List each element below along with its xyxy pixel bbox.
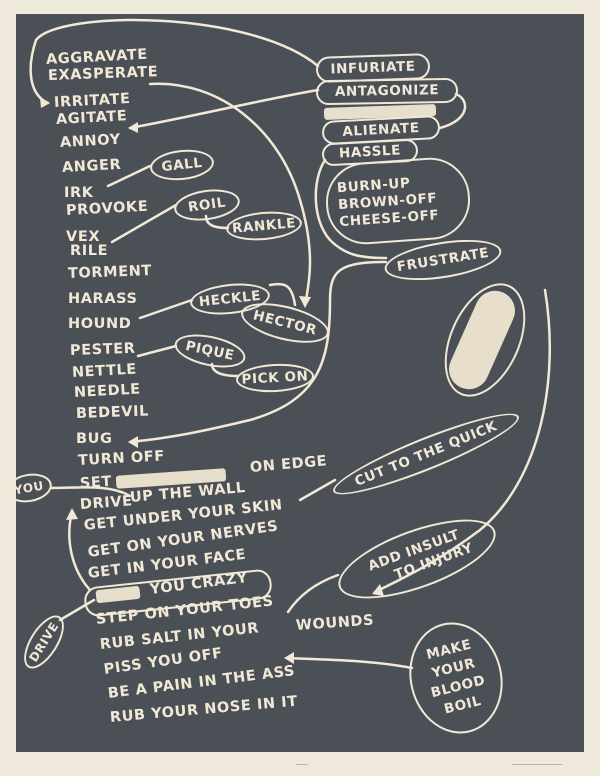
arrow-pique-pester	[136, 344, 178, 358]
arrow-gall-irk	[106, 164, 152, 188]
word-pester: PESTER	[69, 340, 136, 359]
arrow-hector-heckle	[268, 282, 297, 307]
arrow-addinsult-wounds	[286, 573, 340, 614]
arrowhead	[284, 652, 294, 664]
word-set: SET	[79, 473, 113, 492]
word-anger: ANGER	[61, 156, 122, 176]
word-vex: VEX	[66, 229, 101, 245]
arrowhead	[66, 508, 78, 520]
line-drive-crazy	[58, 598, 96, 622]
arrow-frustrate-bug	[128, 260, 388, 444]
line-hassle-frustrate	[314, 158, 388, 260]
arrowhead	[128, 436, 138, 448]
pencil-signature	[512, 764, 562, 765]
word-bedevil: BEDEVIL	[75, 403, 150, 422]
arrow-infuriate-irritate	[29, 18, 320, 105]
arrowhead	[299, 296, 311, 308]
arrow-you-drive	[50, 486, 132, 498]
arrow-antagonize-loop	[438, 92, 467, 130]
word-torment: TORMENT	[67, 263, 153, 282]
pencil-edition-mark	[296, 764, 308, 765]
arrow-roil-vex	[110, 203, 178, 244]
word-hound: HOUND	[68, 316, 132, 332]
arrow-blob-wounds	[373, 288, 551, 594]
arrow-heckle-hound	[138, 298, 194, 320]
arrow-exasperate-hector	[148, 82, 312, 307]
arrowhead	[128, 122, 138, 133]
word-nettle: NETTLE	[71, 361, 138, 381]
print-panel	[16, 14, 584, 752]
arrow-drive-getunder	[68, 510, 92, 592]
arrowhead	[372, 584, 384, 596]
word-rile: RILE	[70, 243, 109, 259]
arrowhead	[40, 98, 50, 108]
oval-antagonize: ANTAGONIZE	[315, 77, 459, 106]
word-irk: IRK	[64, 185, 94, 201]
arrow-boil-rubsalt	[286, 656, 414, 670]
word-bug: BUG	[76, 431, 113, 447]
oval-burn-brown-cheese: BURN-UP BROWN-OFF CHEESE-OFF	[323, 155, 473, 247]
arrow-antagonize-agitate	[128, 88, 320, 130]
word-harass: HARASS	[68, 291, 138, 307]
arrow-cut-wall	[298, 478, 337, 502]
arrow-rankle-roil	[204, 214, 230, 230]
arrow-pickon-pique	[210, 362, 240, 378]
word-annoy: ANNOY	[59, 131, 122, 151]
